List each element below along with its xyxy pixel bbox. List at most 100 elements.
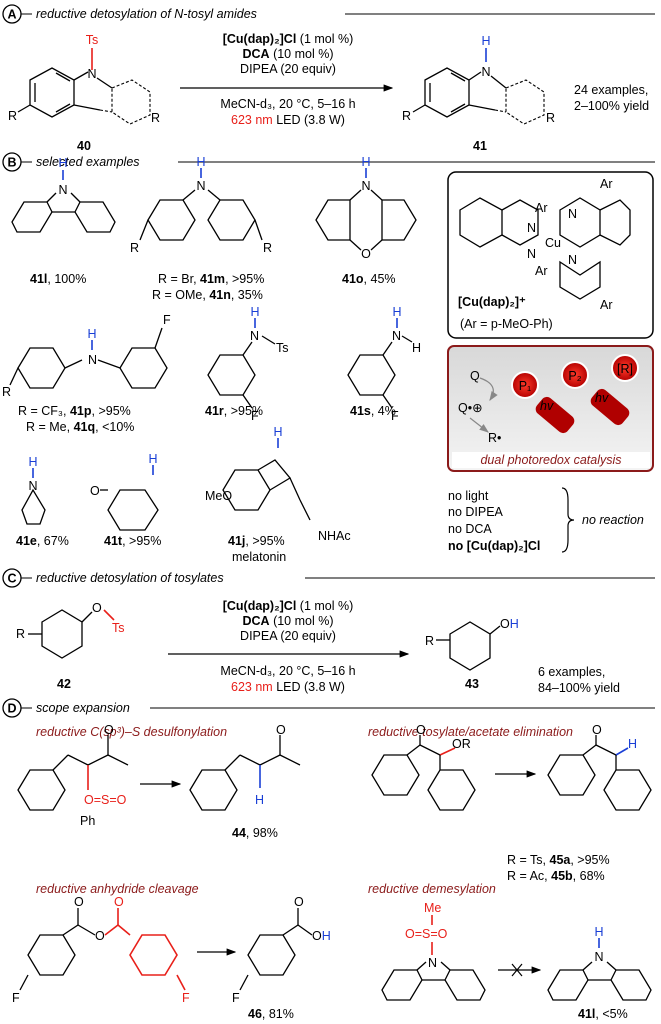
svg-text:Ts: Ts (276, 341, 289, 355)
svg-text:H: H (250, 305, 259, 319)
svg-text:N: N (392, 329, 401, 343)
svg-text:N: N (361, 179, 370, 193)
svg-text:R = Ac, 45b, 68%: R = Ac, 45b, 68% (507, 869, 605, 883)
svg-text:DCA (10 mol %): DCA (10 mol %) (243, 47, 334, 61)
svg-text:N: N (568, 253, 577, 267)
svg-text:R: R (263, 241, 272, 255)
svg-text:R = CF₃, 41p, >95%: R = CF₃, 41p, >95% (18, 404, 131, 418)
svg-text:N: N (88, 353, 97, 367)
structure-41j: H NHAc MeO 41j, >95% melatonin (205, 425, 351, 564)
svg-text:B: B (7, 156, 16, 170)
svg-text:F: F (391, 409, 399, 423)
svg-text:H: H (361, 155, 370, 169)
svg-text:H: H (87, 327, 96, 341)
svg-text:DIPEA (20 equiv): DIPEA (20 equiv) (240, 629, 336, 643)
section-a-letter: A (7, 8, 16, 22)
svg-text:R: R (130, 241, 139, 255)
section-b-header: B selected examples (2, 152, 655, 172)
svg-text:N: N (481, 65, 490, 79)
svg-text:O: O (276, 723, 286, 737)
svg-text:O=S=O: O=S=O (84, 793, 127, 807)
svg-text:41e, 67%: 41e, 67% (16, 534, 69, 548)
svg-text:hv: hv (595, 391, 609, 405)
svg-text:H: H (196, 155, 205, 169)
svg-text:MeCN-d₃, 20 °C, 5–16 h: MeCN-d₃, 20 °C, 5–16 h (220, 97, 355, 111)
svg-text:N: N (28, 479, 37, 493)
structure-41p: N H F R R = CF₃, 41p, >95% R = Me, 41q, … (2, 313, 171, 434)
svg-text:R: R (2, 385, 11, 399)
svg-text:Q: Q (470, 369, 480, 383)
svg-text:N: N (527, 221, 536, 235)
svg-text:N: N (196, 179, 205, 193)
svg-text:N: N (568, 207, 577, 221)
svg-text:reductive detosylation of tosy: reductive detosylation of tosylates (36, 571, 224, 585)
svg-text:Ar: Ar (600, 298, 613, 312)
svg-text:reductive anhydride cleavage: reductive anhydride cleavage (36, 882, 199, 896)
svg-text:no DCA: no DCA (448, 522, 492, 536)
svg-text:R = Ts, 45a, >95%: R = Ts, 45a, >95% (507, 853, 610, 867)
svg-text:O: O (592, 723, 602, 737)
svg-text:Ts: Ts (112, 621, 125, 635)
svg-text:R: R (425, 634, 434, 648)
ts-label: Ts (86, 33, 99, 47)
svg-text:R = OMe, 41n, 35%: R = OMe, 41n, 35% (152, 288, 263, 302)
svg-text:reductive C(sp³)–S desulfonyla: reductive C(sp³)–S desulfonylation (36, 725, 227, 739)
svg-text:H: H (58, 156, 67, 170)
svg-text:O=S=O: O=S=O (405, 927, 448, 941)
svg-text:H: H (628, 737, 637, 751)
svg-text:F: F (232, 991, 240, 1005)
svg-text:44, 98%: 44, 98% (232, 826, 278, 840)
svg-text:R = Me, 41q, <10%: R = Me, 41q, <10% (26, 420, 134, 434)
svg-text:O: O (74, 895, 84, 909)
r-left: R (8, 109, 17, 123)
photoredox-title: dual photoredox catalysis (480, 453, 621, 467)
svg-text:selected examples: selected examples (36, 155, 140, 169)
svg-text:O: O (104, 723, 114, 737)
svg-text:O: O (90, 484, 100, 498)
svg-text:melatonin: melatonin (232, 550, 286, 564)
svg-text:[Cu(dap)₂]Cl (1 mol %): [Cu(dap)₂]Cl (1 mol %) (223, 599, 354, 613)
structure-46: F O OH 46, 81% (232, 895, 331, 1021)
svg-text:NHAc: NHAc (318, 529, 351, 543)
svg-text:no light: no light (448, 489, 489, 503)
svg-text:no DIPEA: no DIPEA (448, 505, 504, 519)
svg-text:[Cu(dap)₂]Cl (1 mol %): [Cu(dap)₂]Cl (1 mol %) (223, 32, 354, 46)
structure-45-sm: O OR (371, 723, 476, 811)
svg-text:623 nm LED (3.8 W): 623 nm LED (3.8 W) (231, 113, 345, 127)
svg-text:MeCN-d₃, 20 °C, 5–16 h: MeCN-d₃, 20 °C, 5–16 h (220, 664, 355, 678)
label-40: 40 (77, 139, 91, 153)
svg-text:O: O (416, 723, 426, 737)
svg-text:DIPEA (20 equiv): DIPEA (20 equiv) (240, 62, 336, 76)
structure-41o: H N O 41o, 45% (315, 155, 417, 286)
cu-complex-box: Ar Ar Ar Ar Cu N N N N Ar [Cu(dap)₂]⁺ (A… (447, 171, 654, 339)
svg-text:P₂: P₂ (568, 369, 581, 383)
svg-text:R = Br, 41m, >95%: R = Br, 41m, >95% (158, 272, 264, 286)
svg-text:41l, <5%: 41l, <5% (578, 1007, 628, 1021)
svg-text:H: H (28, 455, 37, 469)
svg-text:623 nm LED (3.8 W): 623 nm LED (3.8 W) (231, 680, 345, 694)
conditions-c: [Cu(dap)₂]Cl (1 mol %) DCA (10 mol %) DI… (168, 599, 410, 694)
svg-text:N: N (250, 329, 259, 343)
structure-43: OH R 43 (425, 617, 519, 691)
svg-text:O: O (114, 895, 124, 909)
result-a-1: 24 examples, (574, 83, 648, 97)
svg-text:O: O (95, 929, 105, 943)
structure-46-sm: F O O O F (12, 895, 190, 1005)
svg-text:41j, >95%: 41j, >95% (228, 534, 285, 548)
result-a-2: 2–100% yield (574, 99, 649, 113)
svg-text:[R]: [R] (617, 362, 633, 376)
svg-text:[Cu(dap)₂]⁺: [Cu(dap)₂]⁺ (458, 295, 526, 309)
structure-44: O H 44, 98% (189, 723, 301, 840)
conditions-a: [Cu(dap)₂]Cl (1 mol %) DCA (10 mol %) DI… (180, 32, 394, 127)
no-reaction: no reaction (582, 513, 644, 527)
section-a-header: A reductive detosylation of N-tosyl amid… (2, 4, 655, 24)
svg-text:41t, >95%: 41t, >95% (104, 534, 161, 548)
svg-text:R: R (16, 627, 25, 641)
structure-41l: F H N 41l, 100% (11, 156, 116, 286)
svg-text:P₁: P₁ (519, 379, 532, 393)
svg-text:43: 43 (465, 677, 479, 691)
svg-text:R•: R• (488, 431, 501, 445)
svg-text:N: N (527, 247, 536, 261)
svg-text:F: F (12, 991, 20, 1005)
structure-42: O Ts R 42 (16, 601, 125, 691)
